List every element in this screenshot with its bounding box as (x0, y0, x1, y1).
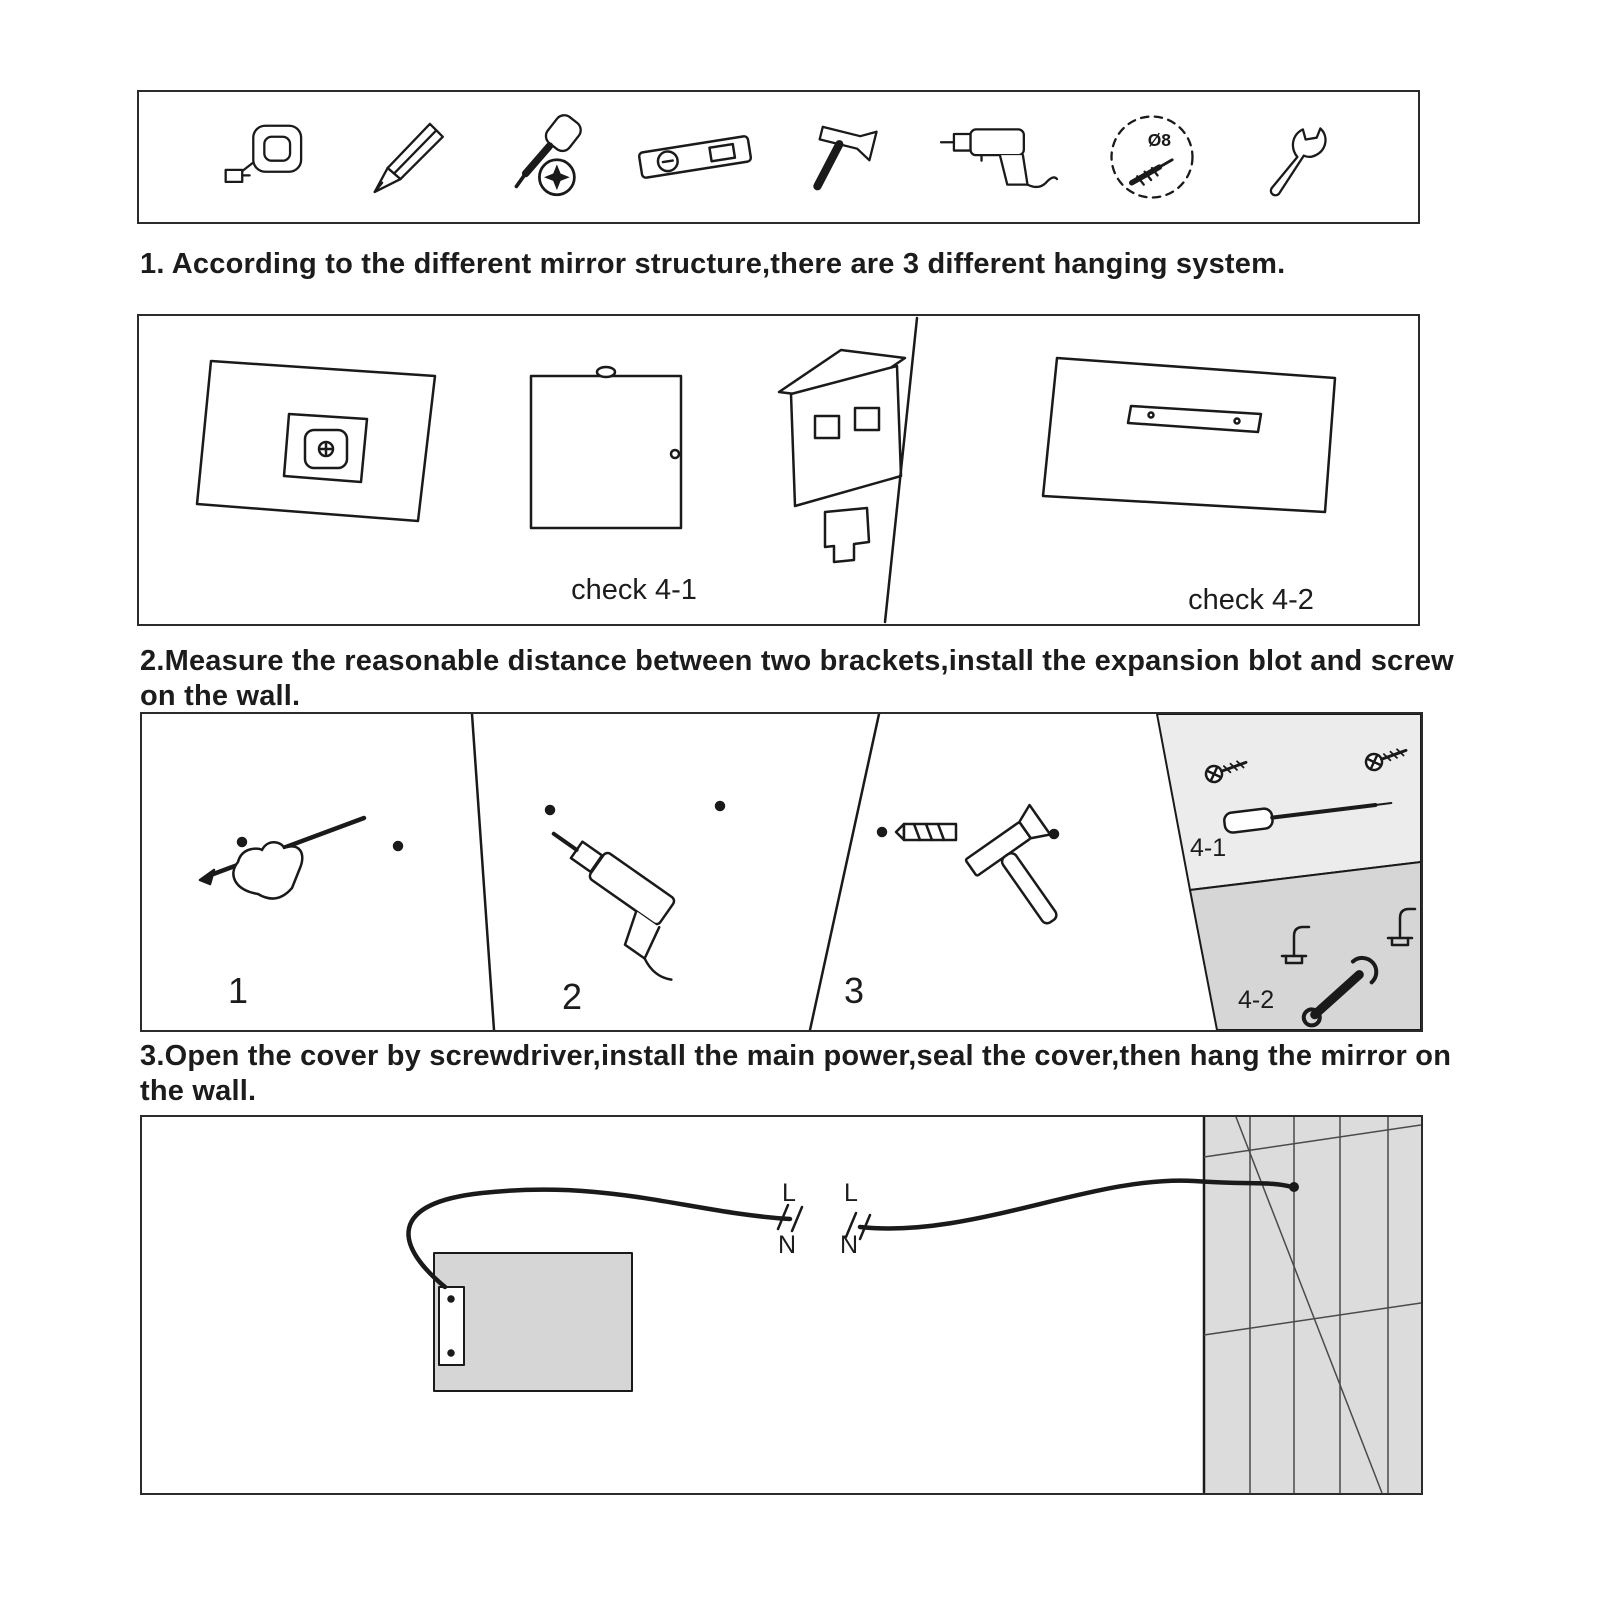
mark-holes-drawing (198, 815, 404, 900)
power-supply-box-drawing (433, 1252, 633, 1392)
step-3-text-line-1: 3.Open the cover by screwdriver,install … (140, 1040, 1452, 1072)
bracket-with-clips-drawing (777, 348, 907, 564)
drill-bit-diameter-label: Ø8 (1147, 130, 1171, 150)
terminal-right-n-label: N (840, 1231, 859, 1259)
panel-1-label: 1 (228, 970, 249, 1011)
panel-2-label: 2 (562, 976, 583, 1017)
pencil-icon (373, 122, 444, 194)
step-3-text-line-2: the wall. (140, 1075, 257, 1107)
terminal-right-l-label: L (844, 1179, 858, 1207)
mirror-back-square-plate-drawing (195, 359, 437, 523)
panel-divider-1 (470, 714, 496, 1030)
terminal-left-n-label: N (778, 1231, 797, 1259)
phillips-screwdriver-icon (514, 114, 582, 197)
check-4-2-label: check 4-2 (1188, 584, 1314, 616)
hanging-systems-box: check 4-1 check 4-2 (137, 314, 1420, 626)
detail-4-2-label: 4-2 (1238, 986, 1275, 1014)
hammer-icon (812, 125, 878, 191)
tools-row: Ø8 (139, 92, 1418, 222)
panel-3-label: 3 (844, 970, 865, 1011)
section-divider-line (883, 316, 919, 624)
step-1-text: 1. According to the different mirror str… (140, 248, 1286, 280)
panel-divider-2 (808, 714, 881, 1030)
tiled-wall-drawing (1202, 1117, 1421, 1493)
detail-panel-4-2 (1188, 860, 1421, 1030)
insert-anchor-drawing (876, 803, 1060, 925)
required-tools-box: Ø8 (137, 90, 1420, 224)
mains-cable-drawing (406, 1178, 1299, 1290)
screws-and-screwdriver-drawing (1204, 748, 1408, 834)
wiring-figure (406, 1117, 1421, 1493)
tape-measure-icon (224, 124, 302, 183)
wall-connection-point (1289, 1182, 1299, 1192)
hanging-systems-figure (195, 316, 1337, 624)
drill-holes-drawing (544, 800, 726, 981)
wall-mounting-figure (198, 714, 1421, 1030)
detail-4-1-label: 4-1 (1190, 834, 1227, 862)
electric-drill-icon (939, 128, 1058, 189)
step-2-text-line-2: on the wall. (140, 680, 301, 712)
drill-bit-icon: Ø8 (1109, 115, 1194, 199)
terminal-left-l-label: L (782, 1179, 796, 1207)
hooks-and-wrench-drawing (1280, 907, 1417, 1028)
wiring-box: L N L N (140, 1115, 1423, 1495)
mirror-back-rail-bracket-drawing (1041, 356, 1337, 514)
spirit-level-icon (637, 135, 752, 179)
detail-panel-4-1 (1155, 714, 1421, 892)
square-hanging-plate-drawing (529, 365, 683, 530)
cable-break-marks (776, 1203, 872, 1241)
wall-mounting-steps-box: 1 2 3 4-1 4-2 (140, 712, 1423, 1032)
wrench-icon (1269, 127, 1327, 197)
step-2-text-line-1: 2.Measure the reasonable distance betwee… (140, 645, 1454, 677)
check-4-1-label: check 4-1 (571, 574, 697, 606)
